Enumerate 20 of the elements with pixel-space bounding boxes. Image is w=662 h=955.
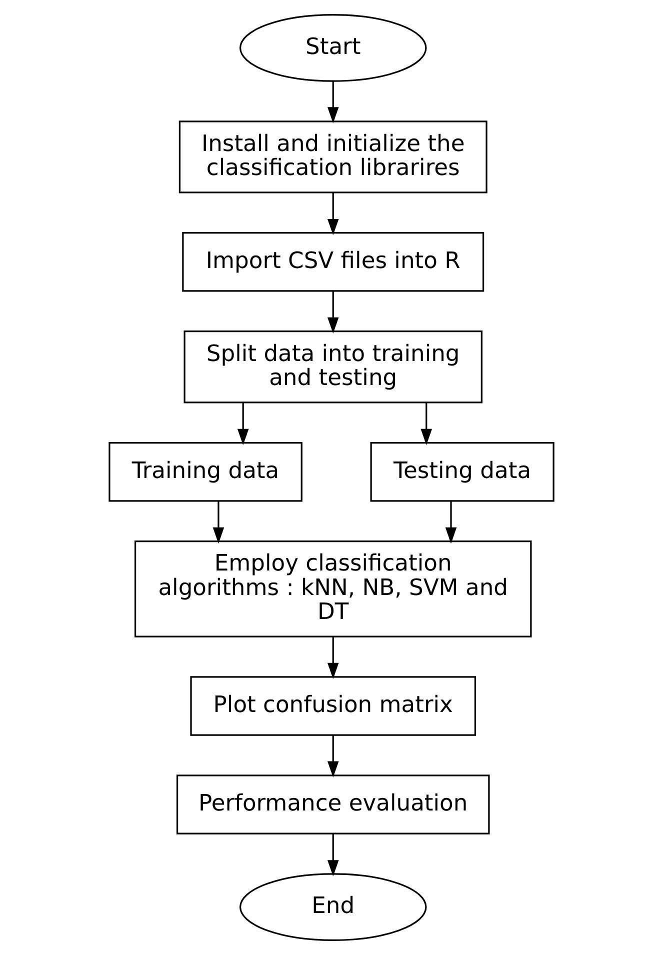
node-ellipse: Start <box>238 14 426 82</box>
node-box: Testing data <box>370 442 554 502</box>
node-box: Import CSV files into R <box>182 232 484 292</box>
arrow <box>326 291 338 334</box>
node-box: Plot confusion matrix <box>190 676 476 736</box>
node-box: Install and initialize the classification librarires <box>178 120 487 194</box>
node-box: Performance evaluation <box>176 774 490 834</box>
arrow <box>326 834 338 876</box>
arrow <box>326 192 338 236</box>
node-box: Training data <box>108 442 302 502</box>
node-ellipse: End <box>238 873 426 941</box>
arrow <box>212 501 224 544</box>
arrow <box>420 402 432 446</box>
arrow <box>326 637 338 680</box>
node-box: Split data into training and testing <box>183 330 482 404</box>
arrow <box>326 81 338 124</box>
arrow <box>326 736 338 778</box>
arrow <box>236 402 248 446</box>
node-box: Employ classification algorithms : kNN, NB, SVM and DT <box>134 540 532 638</box>
arrow <box>444 501 456 544</box>
